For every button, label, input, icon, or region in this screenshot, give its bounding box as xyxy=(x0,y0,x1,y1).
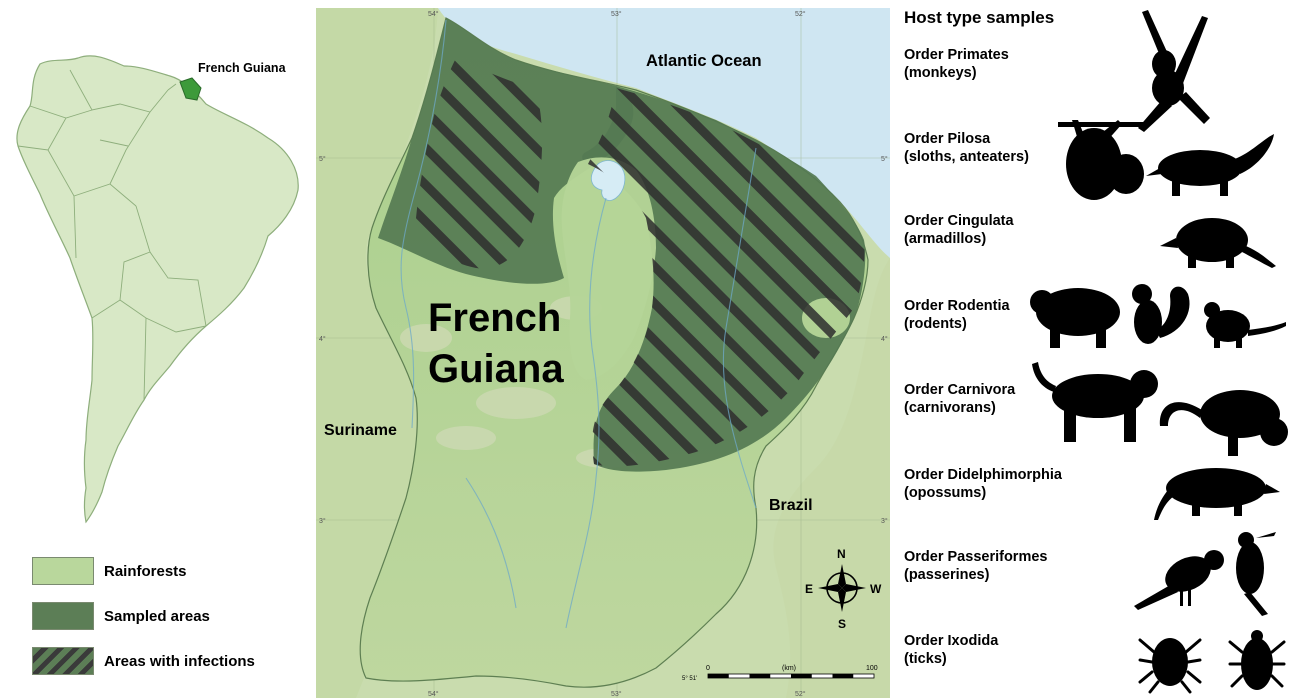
legend-label-areas-with-infections: Areas with infections xyxy=(104,652,255,670)
order-name: Order Primates xyxy=(904,47,1009,63)
armadillo-icon xyxy=(1160,218,1276,268)
order-name: Order Carnivora xyxy=(904,382,1016,398)
legend-item-sampled-areas: Sampled areas xyxy=(32,601,210,631)
graticule-labels: 54° 53° 52° 54° 53° 52° 5° 4° 3° 5° 4° 3… xyxy=(319,10,888,698)
lon-tick-52-bottom: 52° xyxy=(795,690,806,698)
order-common-name: (monkeys) xyxy=(904,65,977,81)
order-name: Order Didelphimorphia xyxy=(904,467,1062,483)
map-title-french: French xyxy=(428,296,561,340)
compass-s: S xyxy=(838,617,846,631)
inset-label-french-guiana: French Guiana xyxy=(198,61,287,75)
order-common-name: (carnivorans) xyxy=(904,400,996,416)
order-name: Order Passeriformes xyxy=(904,549,1048,565)
order-rodentia: Order Rodentia (rodents) xyxy=(904,297,1010,333)
label-suriname: Suriname xyxy=(324,422,397,439)
order-common-name: (ticks) xyxy=(904,651,947,667)
order-common-name: (opossums) xyxy=(904,485,987,501)
compass-rose: N E W S xyxy=(805,547,882,631)
lat-tick-5: 5° xyxy=(319,155,326,163)
order-primates: Order Primates (monkeys) xyxy=(904,46,1009,82)
legend-item-rainforests: Rainforests xyxy=(32,556,187,586)
french-guiana-map: 54° 53° 52° 54° 53° 52° 5° 4° 3° 5° 4° 3… xyxy=(316,8,890,698)
scale-unit: (km) xyxy=(782,665,796,672)
order-common-name: (passerines) xyxy=(904,567,990,583)
french-guiana-highlight xyxy=(179,77,202,101)
lon-tick-54: 54° xyxy=(428,10,439,18)
legend-label-rainforests: Rainforests xyxy=(104,562,187,580)
order-common-name: (armadillos) xyxy=(904,231,987,247)
scale-bar: 0 (km) 100 5° 51' xyxy=(682,665,878,682)
tick-female-icon xyxy=(1228,630,1286,690)
lon-tick-53-bottom: 53° xyxy=(611,690,622,698)
jaguar-icon xyxy=(1032,362,1158,442)
order-ixodida: Order Ixodida (ticks) xyxy=(904,632,998,668)
infection-zone-west xyxy=(416,58,543,269)
compass-e: E xyxy=(805,582,813,596)
legend-label-sampled-areas: Sampled areas xyxy=(104,607,210,625)
capybara-icon xyxy=(1030,288,1120,348)
compass-n: N xyxy=(837,547,846,561)
order-pilosa: Order Pilosa (sloths, anteaters) xyxy=(904,130,1029,166)
map-title-guiana: Guiana xyxy=(428,347,564,391)
sloth-icon xyxy=(1058,120,1144,200)
woodcreeper-icon xyxy=(1236,532,1276,616)
lon-tick-53: 53° xyxy=(611,10,622,18)
south-america-landmass xyxy=(16,55,299,524)
opossum-icon xyxy=(1154,468,1280,520)
south-america-inset-map: French Guiana xyxy=(16,55,299,524)
legend-swatch-areas-with-infections xyxy=(32,647,94,675)
order-name: Order Ixodida xyxy=(904,633,999,649)
label-brazil: Brazil xyxy=(769,497,813,514)
order-passeriformes: Order Passeriformes (passerines) xyxy=(904,548,1047,584)
label-atlantic-ocean: Atlantic Ocean xyxy=(646,52,762,70)
lon-tick-54-bottom: 54° xyxy=(428,690,439,698)
rat-icon xyxy=(1204,302,1286,348)
tick-icon xyxy=(1138,638,1202,694)
order-common-name: (rodents) xyxy=(904,316,967,332)
lat-tick-5-right: 5° xyxy=(881,155,888,163)
order-didelphimorphia: Order Didelphimorphia (opossums) xyxy=(904,466,1062,502)
lat-tick-3-right: 3° xyxy=(881,517,888,525)
lat-tick-3: 3° xyxy=(319,517,326,525)
anteater-icon xyxy=(1146,134,1274,196)
scale-start: 0 xyxy=(706,665,710,672)
perching-bird-icon xyxy=(1134,550,1224,610)
scale-coordinate: 5° 51' xyxy=(682,676,697,682)
legend-swatch-sampled-areas xyxy=(32,602,94,630)
rivers xyxy=(400,19,757,629)
country-borders xyxy=(17,69,207,401)
order-name: Order Cingulata xyxy=(904,213,1014,229)
atlantic-ocean xyxy=(438,8,890,258)
panel-title: Host type samples xyxy=(904,8,1055,27)
lat-tick-4: 4° xyxy=(319,335,326,343)
order-name: Order Rodentia xyxy=(904,298,1010,314)
kinkajou-icon xyxy=(1159,390,1288,456)
legend-item-areas-with-infections: Areas with infections xyxy=(32,646,255,676)
monkey-icon xyxy=(1138,10,1210,132)
lat-tick-4-right: 4° xyxy=(881,335,888,343)
infection-zone-east xyxy=(588,88,865,467)
scale-end: 100 xyxy=(866,665,878,672)
legend-swatch-rainforests xyxy=(32,557,94,585)
central-rainforest-lobe xyxy=(561,157,656,380)
squirrel-icon xyxy=(1132,284,1190,344)
lon-tick-52: 52° xyxy=(795,10,806,18)
order-carnivora: Order Carnivora (carnivorans) xyxy=(904,381,1015,417)
order-cingulata: Order Cingulata (armadillos) xyxy=(904,212,1014,248)
order-name: Order Pilosa xyxy=(904,131,991,147)
order-common-name: (sloths, anteaters) xyxy=(904,149,1029,165)
compass-w: W xyxy=(870,582,882,596)
